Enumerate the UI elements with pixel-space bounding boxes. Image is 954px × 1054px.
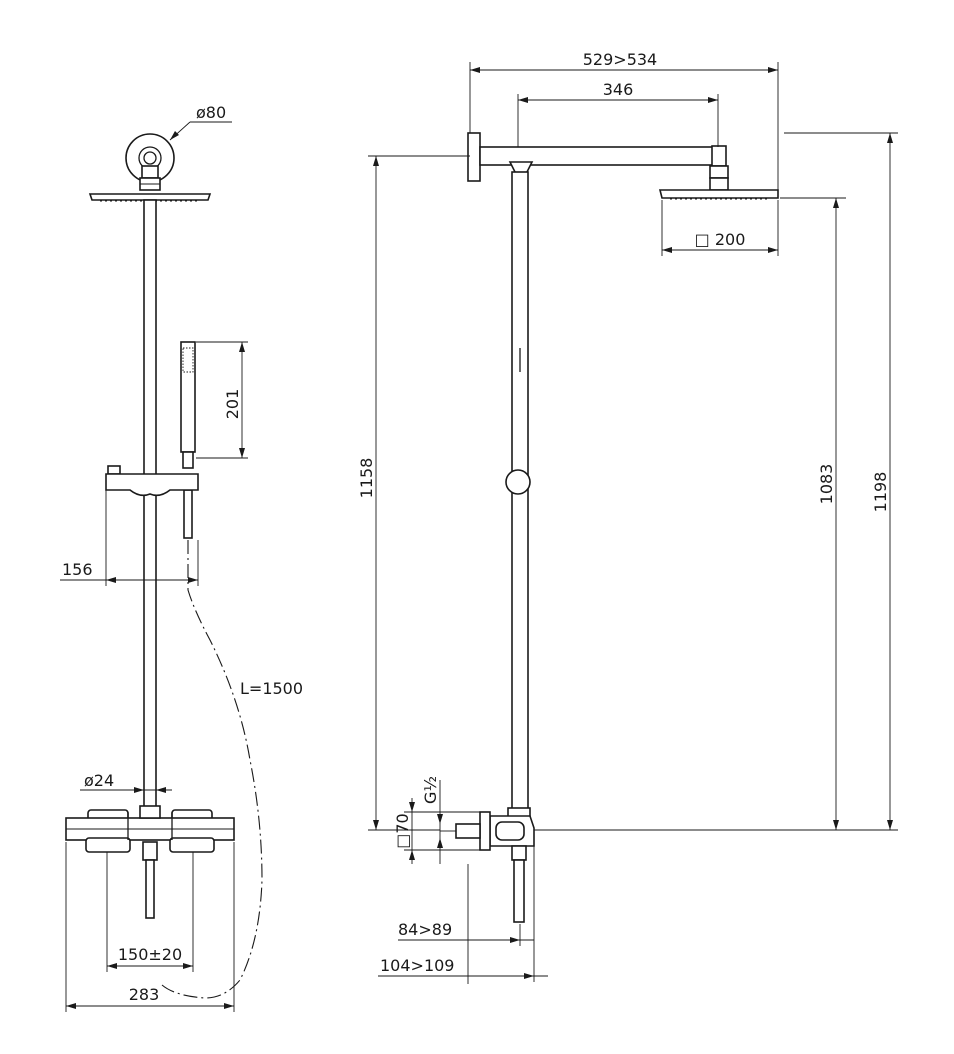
hose-length-label: L=1500 — [240, 679, 303, 698]
dim-projection-short — [398, 864, 534, 984]
dim-arm-length-label: 346 — [603, 80, 634, 99]
dim-arm-length — [517, 94, 719, 147]
dim-connection-thread-label: G½ — [421, 776, 440, 804]
dim-pipe-diameter-label: ø24 — [84, 771, 114, 790]
dim-holder-offset-label: 156 — [62, 560, 93, 579]
hand-shower — [180, 341, 196, 539]
side-view: 529>534 346 □ 200 1158 — [357, 50, 898, 984]
wall-rose — [125, 133, 175, 191]
dim-mixer-width — [65, 842, 235, 1012]
dim-mixer-width-label: 283 — [129, 985, 160, 1004]
dim-height-head — [780, 197, 846, 830]
dim-rose-diameter-label: ø80 — [196, 103, 226, 122]
dim-projection-short-label: 84>89 — [398, 920, 452, 939]
dim-height-total — [534, 132, 898, 831]
dim-hand-shower-height-label: 201 — [223, 389, 242, 420]
thermostat-mixer — [65, 805, 235, 919]
dim-connection-thread — [437, 780, 443, 864]
dim-height-head-label: 1083 — [817, 464, 836, 505]
dim-head-size-label: □ 200 — [695, 230, 746, 249]
front-view: ø80 201 156 L=1500 ø24 — [60, 103, 303, 1012]
dim-projection-long — [378, 846, 548, 982]
dim-inlet-spacing-label: 150±20 — [118, 945, 182, 964]
mixer-side — [440, 807, 535, 923]
dim-mixer-square — [404, 798, 480, 864]
dim-hand-shower-height — [196, 341, 248, 459]
dim-inlet-spacing — [106, 852, 194, 972]
dim-head-size — [661, 200, 779, 256]
dim-mixer-square-label: □70 — [393, 813, 412, 848]
dim-projection-long-label: 104>109 — [380, 956, 454, 975]
dim-height-total-label: 1198 — [871, 472, 890, 513]
riser-pipe — [143, 199, 157, 819]
dim-arm-span-label: 529>534 — [583, 50, 657, 69]
dim-pipe-diameter — [80, 787, 172, 793]
slide-holder — [105, 465, 199, 497]
shower-head-side — [658, 189, 779, 200]
hose-line — [161, 540, 263, 999]
dim-height-left — [368, 155, 470, 831]
dim-height-left-label: 1158 — [357, 458, 376, 499]
shower-arm — [467, 132, 729, 191]
dim-rose-diameter — [169, 121, 232, 141]
holder-knob — [505, 469, 531, 495]
dim-holder-offset — [60, 490, 199, 586]
dim-arm-span — [469, 62, 779, 190]
